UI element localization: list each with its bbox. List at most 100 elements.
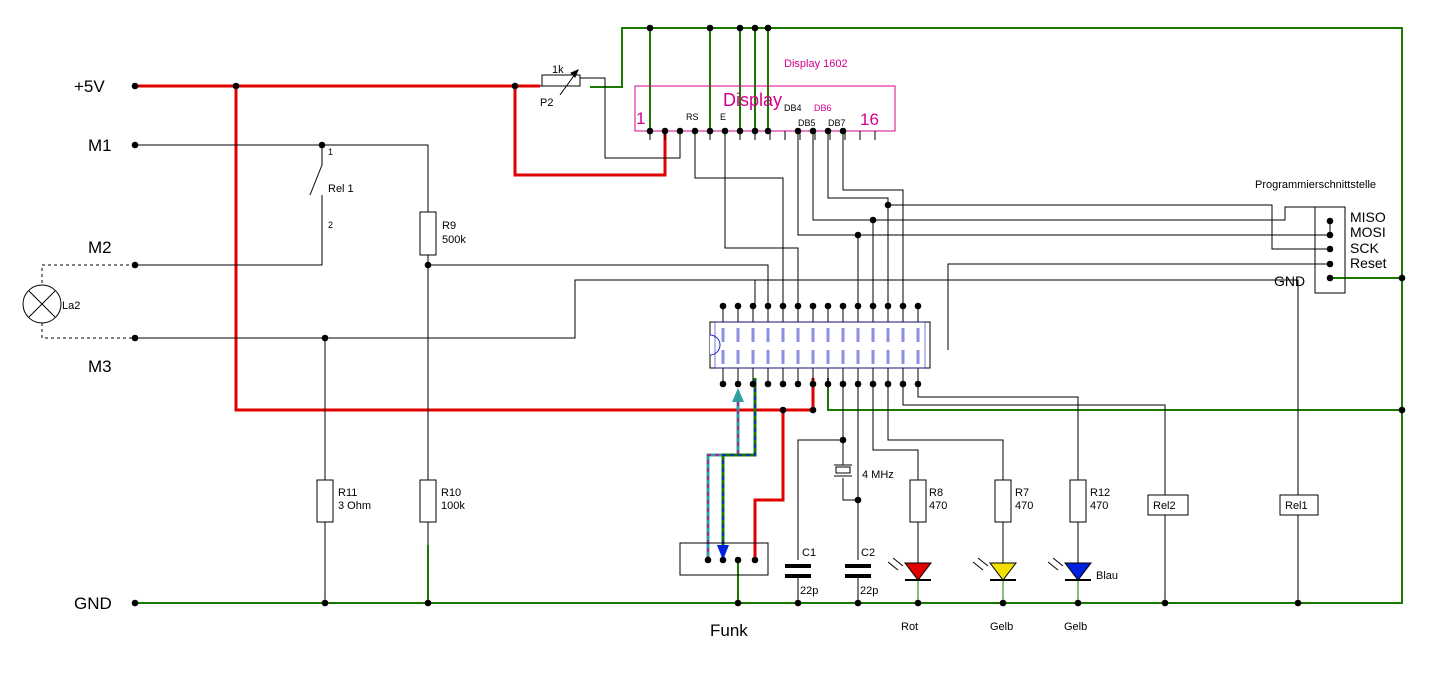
junction-dot xyxy=(321,334,329,342)
junction-dot xyxy=(749,380,757,388)
junction-dot xyxy=(734,599,742,607)
r10-value-label: 100k xyxy=(441,500,465,512)
mcu-pin-label-top xyxy=(841,328,845,342)
junction-dot xyxy=(1398,406,1406,414)
gnd-label: GND xyxy=(74,594,112,613)
r11-resistor xyxy=(316,479,334,523)
display-rs-label: RS xyxy=(686,112,699,122)
r9-value-label: 500k xyxy=(442,234,466,246)
mcu-pin-label-bottom xyxy=(841,350,845,364)
junction-dot xyxy=(734,302,742,310)
led-yellow xyxy=(972,557,1018,581)
junction-dot xyxy=(661,127,669,135)
mcu-pin-label-bottom xyxy=(721,350,725,364)
display-e-label: E xyxy=(720,112,726,122)
r9-ref-label: R9 xyxy=(442,220,456,232)
rel2-label: Rel2 xyxy=(1153,500,1176,512)
led-blue xyxy=(1047,557,1093,581)
mcu-pin-label-top xyxy=(886,328,890,342)
mcu-pin-label-top xyxy=(916,328,920,342)
mcu-pin-label-top xyxy=(751,328,755,342)
junction-dot xyxy=(751,24,759,32)
mcu-pin-label-top xyxy=(826,328,830,342)
relay-label: Rel 1 xyxy=(328,183,354,195)
gnd-wires xyxy=(135,27,1403,604)
junction-dot xyxy=(809,302,817,310)
junction-dot xyxy=(751,556,759,564)
junction-dot xyxy=(719,380,727,388)
junction-dot xyxy=(736,24,744,32)
junction-dot xyxy=(899,380,907,388)
r8-value-label: 470 xyxy=(929,500,947,512)
funk-connector xyxy=(679,542,769,576)
junction-dot xyxy=(854,231,862,239)
junction-dot xyxy=(794,380,802,388)
pot-value-label: 1k xyxy=(552,64,564,76)
junction-dot xyxy=(854,302,862,310)
junction-dot xyxy=(1326,274,1334,282)
junction-dot xyxy=(764,127,772,135)
r10-ref-label: R10 xyxy=(441,487,461,499)
mcu-pin-label-bottom xyxy=(766,350,770,364)
signal-wires xyxy=(135,77,1331,603)
potentiometer xyxy=(540,69,581,96)
junction-dot xyxy=(779,380,787,388)
display-title: Display 1602 xyxy=(784,58,848,70)
junction-dot xyxy=(794,302,802,310)
r9-resistor xyxy=(419,211,437,256)
programmer-header xyxy=(1314,206,1346,294)
junction-dot xyxy=(869,216,877,224)
junction-dot xyxy=(131,599,139,607)
junction-dot xyxy=(1326,260,1334,268)
junction-dot xyxy=(764,302,772,310)
funk-wires xyxy=(706,378,757,560)
lamp xyxy=(22,264,135,339)
relay-pin2-label: 2 xyxy=(328,220,333,230)
led-red xyxy=(887,557,933,581)
junction-dot xyxy=(321,599,329,607)
r7-resistor xyxy=(994,479,1012,523)
junction-dot xyxy=(839,302,847,310)
mcu-pin-label-top xyxy=(766,328,770,342)
r11-ref-label: R11 xyxy=(338,487,357,499)
mcu-pin-label-top xyxy=(811,328,815,342)
mcu-pin-label-top xyxy=(901,328,905,342)
junction-dot xyxy=(914,380,922,388)
junction-dot xyxy=(854,599,862,607)
junction-dot xyxy=(779,302,787,310)
junction-dot xyxy=(764,24,772,32)
junction-dot xyxy=(1398,274,1406,282)
junction-dot xyxy=(424,261,432,269)
junction-dot xyxy=(511,82,519,90)
m3-label: M3 xyxy=(88,357,112,376)
junction-dot xyxy=(1326,217,1334,225)
junction-dot xyxy=(794,127,802,135)
junction-dot xyxy=(824,127,832,135)
r8-resistor xyxy=(909,479,927,523)
r12-resistor xyxy=(1069,479,1087,523)
led-blue-label: Gelb xyxy=(1064,621,1087,633)
junction-dot xyxy=(869,302,877,310)
r12-value-label: 470 xyxy=(1090,500,1108,512)
junction-dot xyxy=(736,127,744,135)
junction-dot xyxy=(824,380,832,388)
display-db7-label: DB7 xyxy=(828,118,846,128)
junction-dot xyxy=(1074,599,1082,607)
m1-label: M1 xyxy=(88,136,112,155)
junction-dot xyxy=(424,599,432,607)
mcu-pin-label-bottom xyxy=(886,350,890,364)
mcu-pin-label-bottom xyxy=(916,350,920,364)
junction-dot xyxy=(824,302,832,310)
mcu-pin-label-bottom xyxy=(856,350,860,364)
mcu-pin-label-top xyxy=(781,328,785,342)
pot-ref-label: P2 xyxy=(540,97,553,109)
rel1-box xyxy=(1279,494,1319,516)
relay-pin1-label: 1 xyxy=(328,147,333,157)
microcontroller xyxy=(709,306,931,384)
junction-dot xyxy=(318,141,326,149)
junction-dot xyxy=(809,406,817,414)
r7-value-label: 470 xyxy=(1015,500,1033,512)
mcu-pin-label-top xyxy=(856,328,860,342)
junction-dot xyxy=(884,302,892,310)
